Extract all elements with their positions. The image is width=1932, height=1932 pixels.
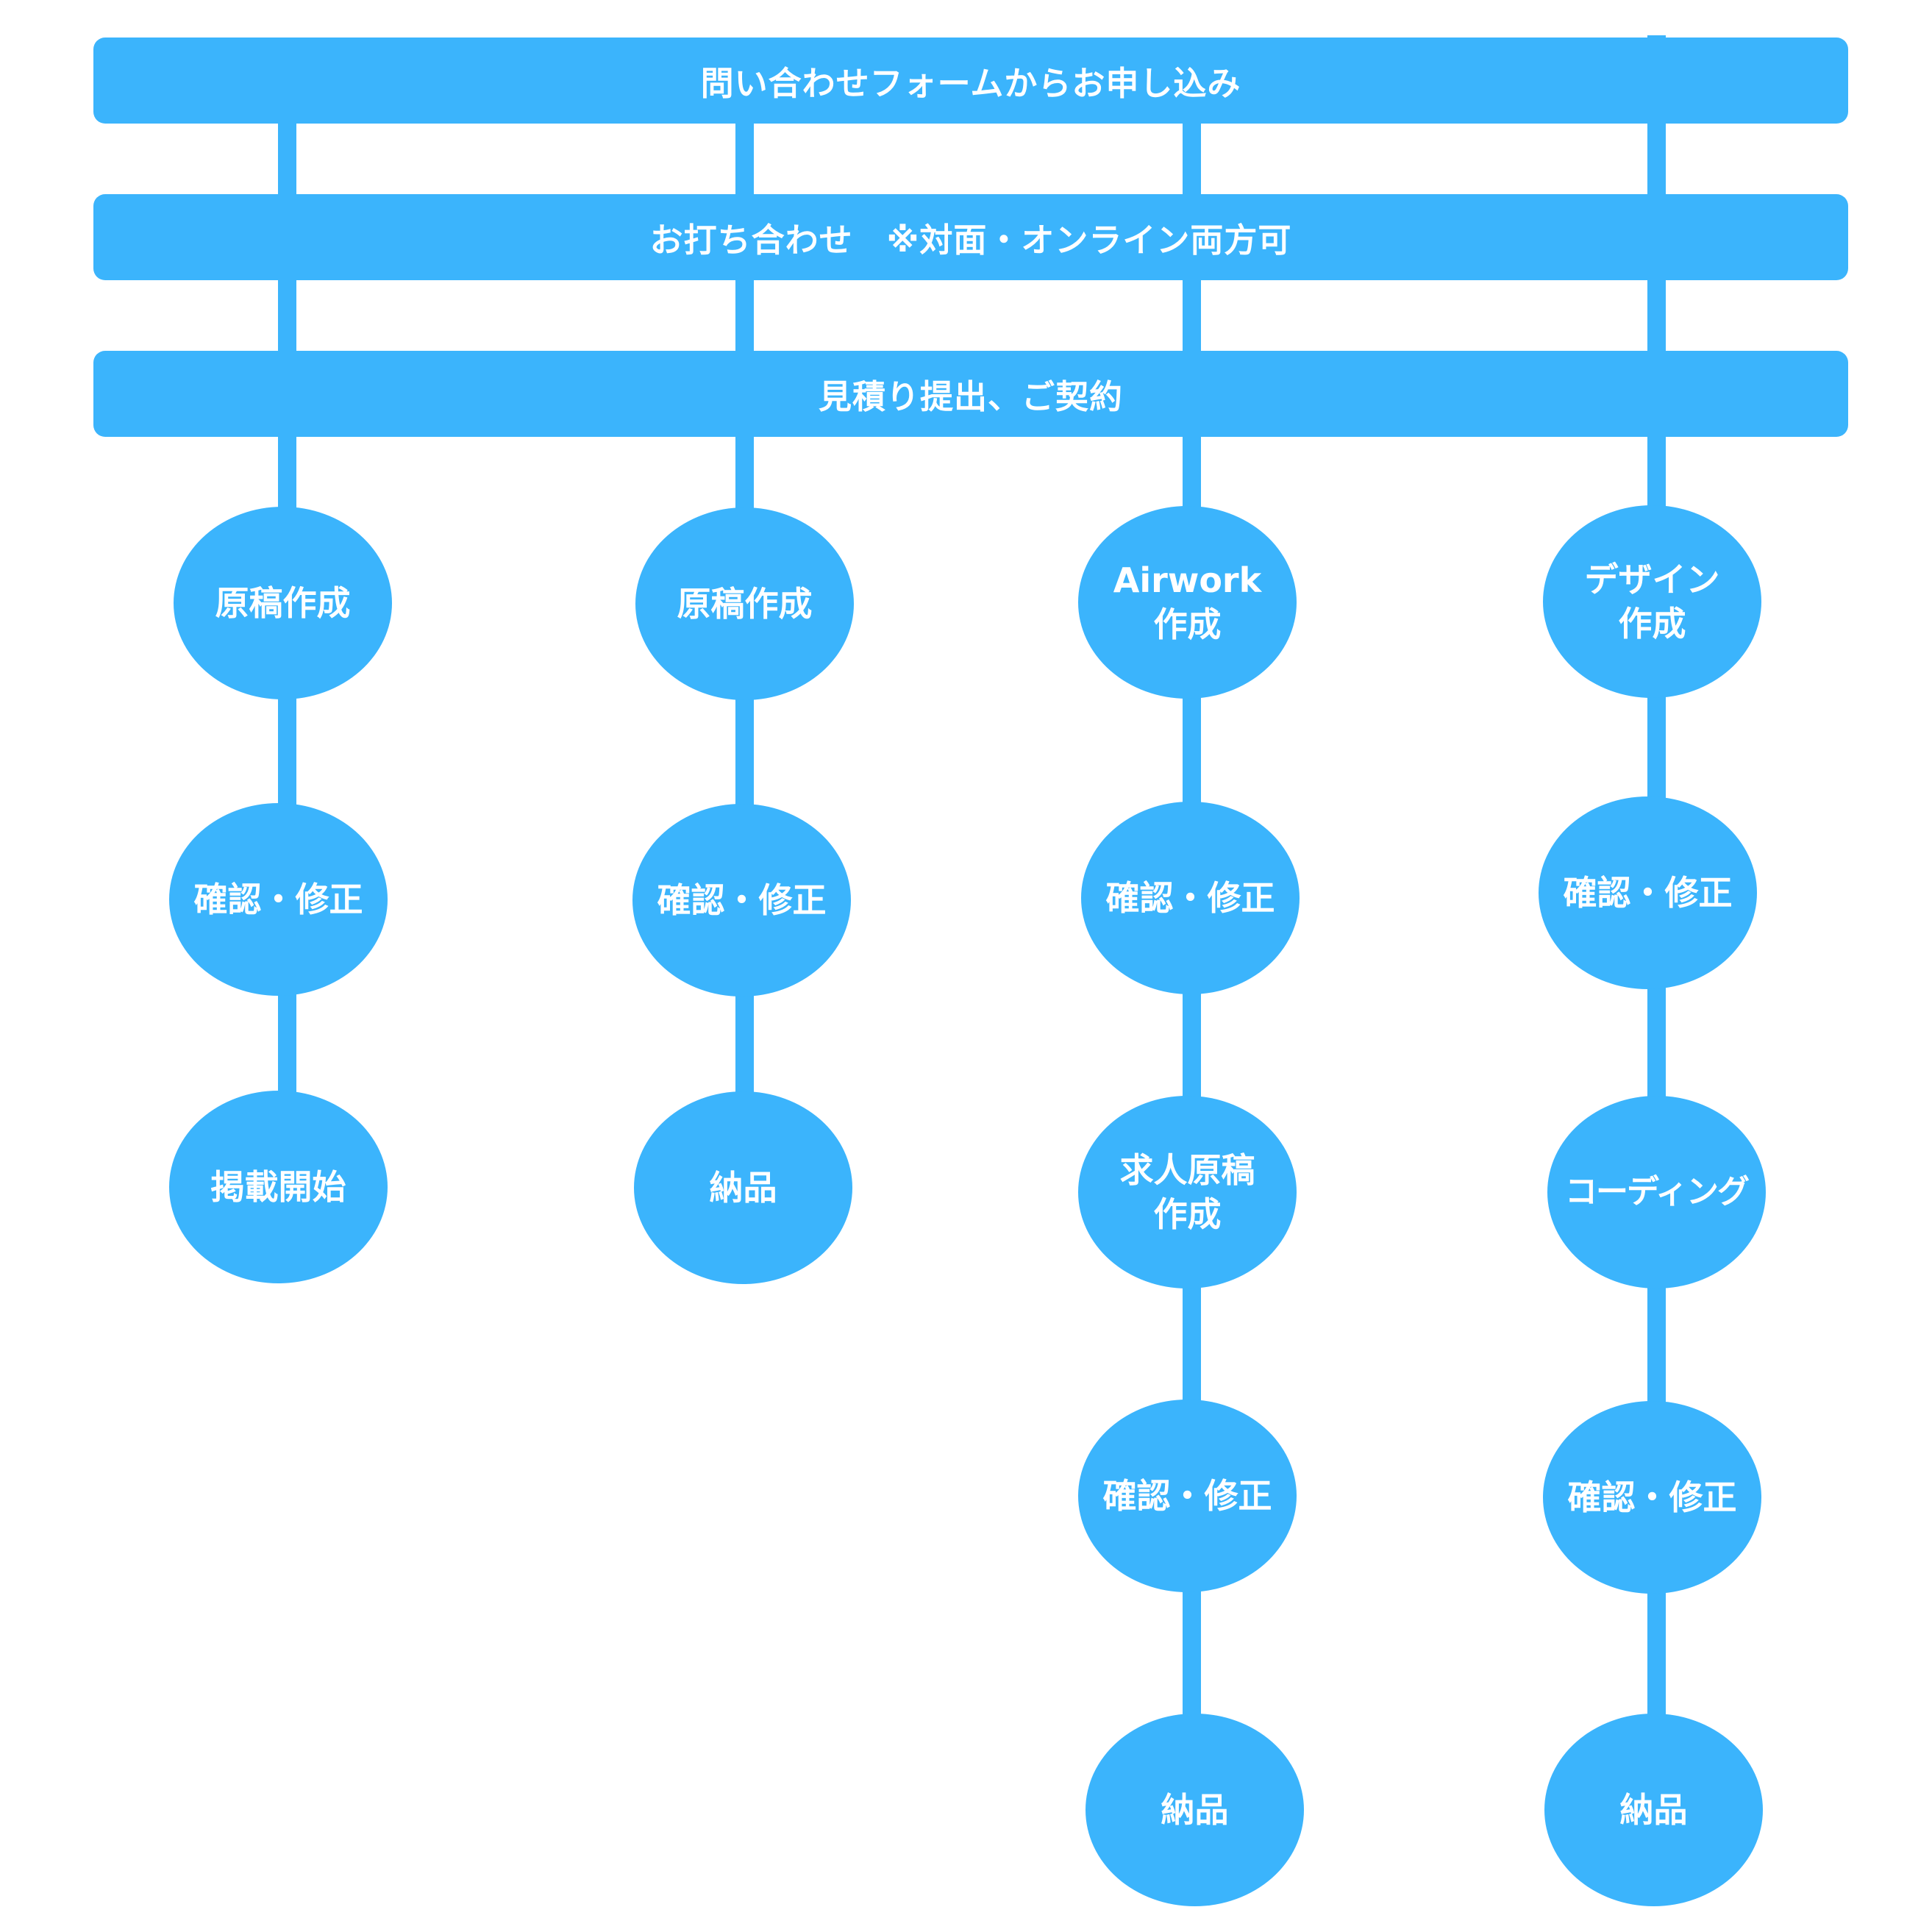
col3-node-review-2: 確認・修正 [1078, 1400, 1297, 1592]
col2-node-delivery: 納品 [634, 1091, 852, 1284]
col1-node-draft: 原稿作成 [174, 507, 392, 699]
col2-node-draft: 原稿作成 [635, 507, 854, 700]
col4-node-review-2: 確認・修正 [1543, 1401, 1761, 1594]
col1-node-review: 確認・修正 [169, 803, 388, 996]
col4-node-delivery: 納品 [1544, 1714, 1763, 1906]
col3-node-airwork: Airwork 作成 [1078, 506, 1297, 699]
step-estimate-bar: 見積り提出、ご契約 [93, 351, 1848, 437]
col4-node-design: デザイン 作成 [1543, 505, 1761, 698]
col3-node-job-draft: 求人原稿 作成 [1078, 1096, 1297, 1288]
step-meeting-bar: お打ち合わせ ※対面・オンライン両方可 [93, 194, 1848, 280]
step-inquiry-bar: 問い合わせフォームからお申し込み [93, 38, 1848, 124]
col4-node-coding: コーディング [1547, 1096, 1766, 1288]
col3-node-delivery: 納品 [1086, 1714, 1304, 1906]
col4-node-review-1: 確認・修正 [1539, 796, 1757, 989]
col1-node-publish: 掲載開始 [169, 1091, 388, 1283]
col2-node-review: 確認・修正 [632, 804, 851, 997]
col3-node-review-1: 確認・修正 [1081, 802, 1300, 994]
